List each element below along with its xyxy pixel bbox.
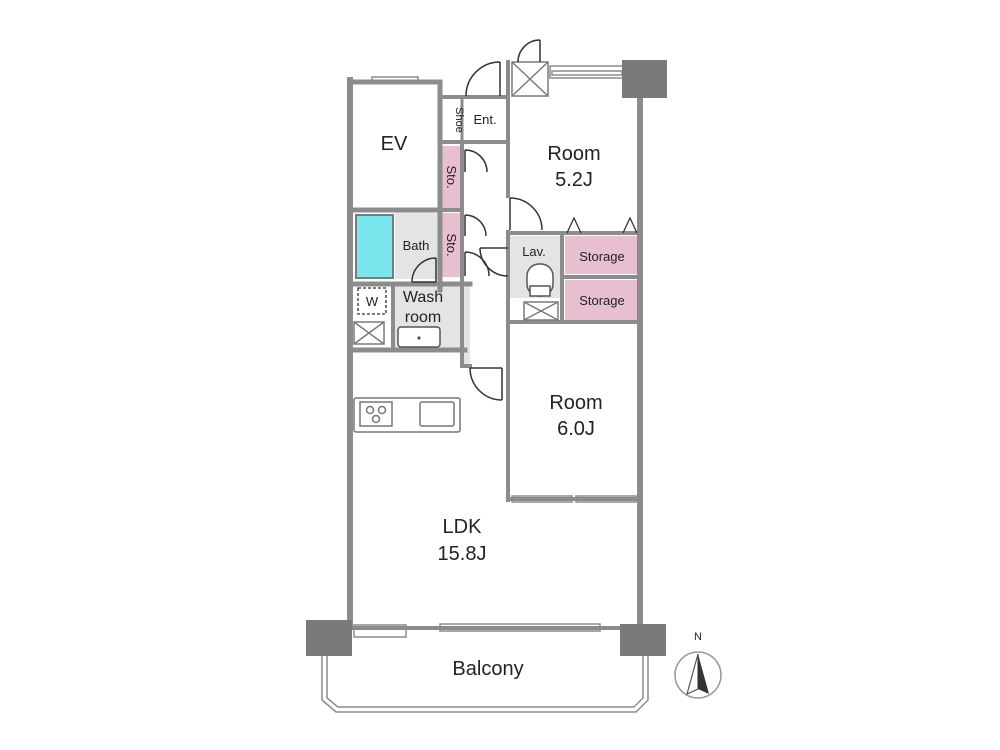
walls bbox=[328, 60, 643, 630]
label-lavatory: Lav. bbox=[522, 244, 546, 259]
compass-arrow-fill-icon bbox=[698, 654, 709, 694]
label-ev: EV bbox=[381, 133, 408, 155]
label-storage-closet-2: Sto. bbox=[444, 233, 459, 256]
pillar-bottom-left bbox=[306, 620, 352, 656]
compass-label: N bbox=[694, 631, 702, 643]
label-entrance: Ent. bbox=[473, 112, 496, 127]
balcony-outline bbox=[321, 656, 649, 713]
storage-large-1-fill bbox=[565, 236, 639, 274]
label-wash-room-line2: room bbox=[405, 309, 441, 326]
label-shoe: Shoe bbox=[453, 107, 465, 133]
label-bath: Bath bbox=[403, 238, 430, 253]
bathtub bbox=[355, 214, 394, 279]
toilet bbox=[526, 263, 554, 297]
pipe-shafts bbox=[353, 61, 559, 345]
corridor-floor bbox=[462, 286, 470, 366]
pillar-top-right bbox=[622, 60, 667, 98]
label-ldk: LDK bbox=[443, 516, 483, 538]
wash-basin bbox=[397, 326, 441, 348]
storage-markers bbox=[566, 216, 638, 234]
storage-large-2-fill bbox=[565, 280, 639, 320]
label-storage-large-1: Storage bbox=[579, 249, 625, 264]
label-room-mid-size: 6.0J bbox=[557, 418, 595, 440]
label-washer: W bbox=[366, 294, 379, 309]
label-room-north-size: 5.2J bbox=[555, 169, 593, 191]
kitchen-counter bbox=[353, 397, 461, 433]
storage-closet-2-fill bbox=[442, 213, 462, 277]
label-ldk-size: 15.8J bbox=[438, 543, 487, 565]
label-wash-room-line1: Wash bbox=[403, 289, 443, 306]
door-swings bbox=[411, 39, 543, 401]
north-compass: N bbox=[674, 631, 722, 699]
label-room-north: Room bbox=[547, 143, 600, 165]
pillar-bottom-right bbox=[620, 624, 666, 656]
label-room-mid: Room bbox=[549, 392, 602, 414]
label-balcony: Balcony bbox=[452, 658, 523, 680]
storage-closet-1-fill bbox=[442, 146, 462, 208]
label-storage-closet-1: Sto. bbox=[444, 165, 459, 188]
washer-box bbox=[357, 287, 387, 315]
label-storage-large-2: Storage bbox=[579, 293, 625, 308]
